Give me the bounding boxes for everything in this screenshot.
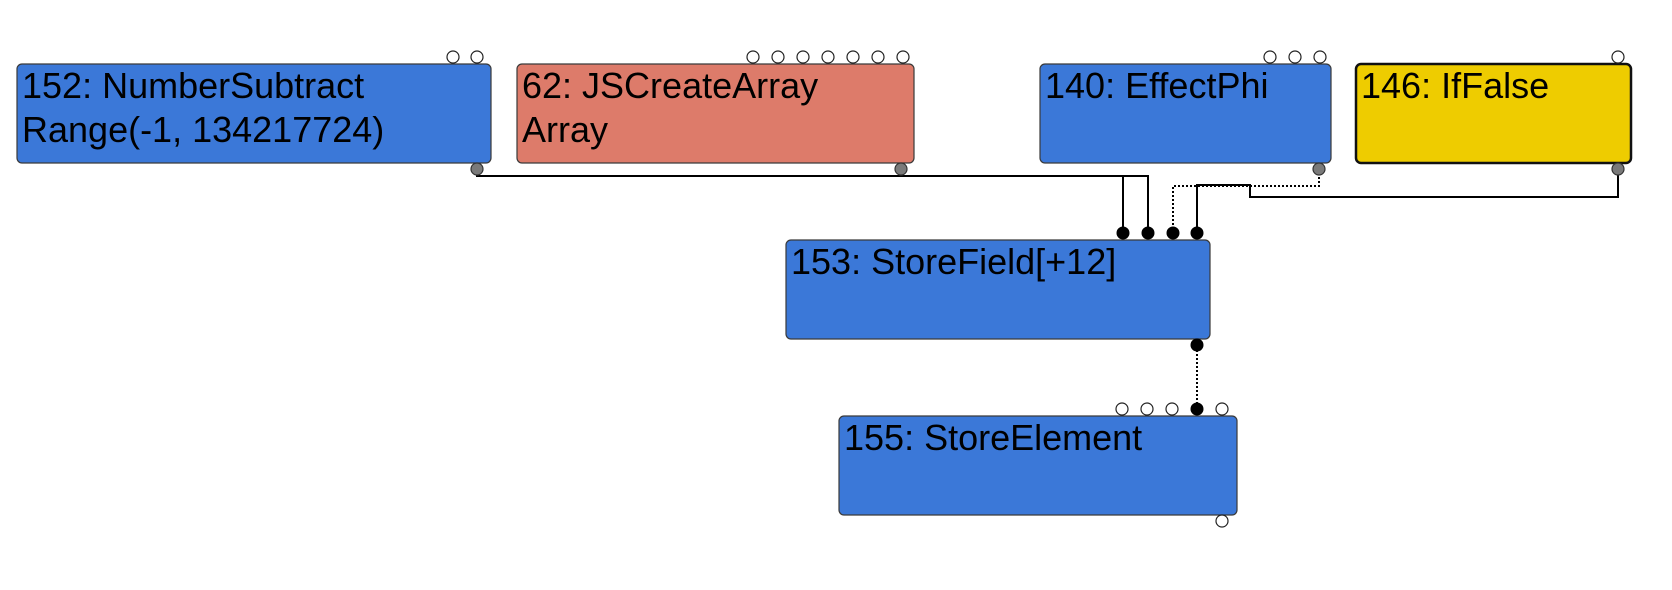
output-port[interactable] — [1215, 514, 1229, 528]
node-146[interactable]: 146: IfFalse — [1354, 50, 1633, 176]
output-port[interactable] — [1190, 338, 1204, 352]
output-port[interactable] — [1312, 162, 1326, 176]
node-title: 152: NumberSubtract — [22, 65, 364, 106]
output-port[interactable] — [470, 162, 484, 176]
edge-152-to-153[interactable] — [476, 173, 1149, 228]
node-title: 146: IfFalse — [1361, 65, 1549, 106]
input-port[interactable] — [846, 50, 860, 64]
input-port[interactable] — [1140, 402, 1154, 416]
input-port-connected[interactable] — [1116, 226, 1130, 240]
input-port[interactable] — [771, 50, 785, 64]
node-box[interactable] — [838, 415, 1238, 516]
output-port[interactable] — [894, 162, 908, 176]
edge-62-to-153[interactable] — [900, 173, 1124, 228]
input-port[interactable] — [896, 50, 910, 64]
node-box[interactable] — [1039, 63, 1332, 164]
node-box[interactable] — [1354, 62, 1633, 165]
input-port[interactable] — [1313, 50, 1327, 64]
node-box[interactable] — [516, 63, 915, 164]
input-port-connected[interactable] — [1141, 226, 1155, 240]
edge-146-to-153[interactable] — [1196, 173, 1619, 228]
input-port-connected[interactable] — [1190, 226, 1204, 240]
node-title: 153: StoreField[+12] — [791, 241, 1116, 282]
input-port[interactable] — [821, 50, 835, 64]
input-port[interactable] — [470, 50, 484, 64]
output-port[interactable] — [1611, 162, 1625, 176]
input-port[interactable] — [871, 50, 885, 64]
node-box[interactable] — [785, 239, 1211, 340]
node-title: 155: StoreElement — [844, 417, 1142, 458]
input-port-connected[interactable] — [1190, 402, 1204, 416]
input-port[interactable] — [1288, 50, 1302, 64]
input-port-connected[interactable] — [1166, 226, 1180, 240]
node-type-label: Range(-1, 134217724) — [22, 109, 384, 150]
node-140[interactable]: 140: EffectPhi — [1039, 50, 1332, 176]
input-port[interactable] — [1115, 402, 1129, 416]
input-port[interactable] — [796, 50, 810, 64]
edge-140-to-153[interactable] — [1172, 173, 1320, 228]
input-port[interactable] — [746, 50, 760, 64]
input-port[interactable] — [1611, 50, 1625, 64]
input-port[interactable] — [1165, 402, 1179, 416]
input-port[interactable] — [1263, 50, 1277, 64]
node-box[interactable] — [16, 63, 492, 164]
node-153[interactable]: 153: StoreField[+12] — [785, 226, 1211, 352]
input-port[interactable] — [1215, 402, 1229, 416]
node-155[interactable]: 155: StoreElement — [838, 402, 1238, 528]
node-type-label: Array — [522, 109, 608, 150]
node-title: 140: EffectPhi — [1045, 65, 1269, 106]
input-port[interactable] — [446, 50, 460, 64]
node-title: 62: JSCreateArray — [522, 65, 818, 106]
